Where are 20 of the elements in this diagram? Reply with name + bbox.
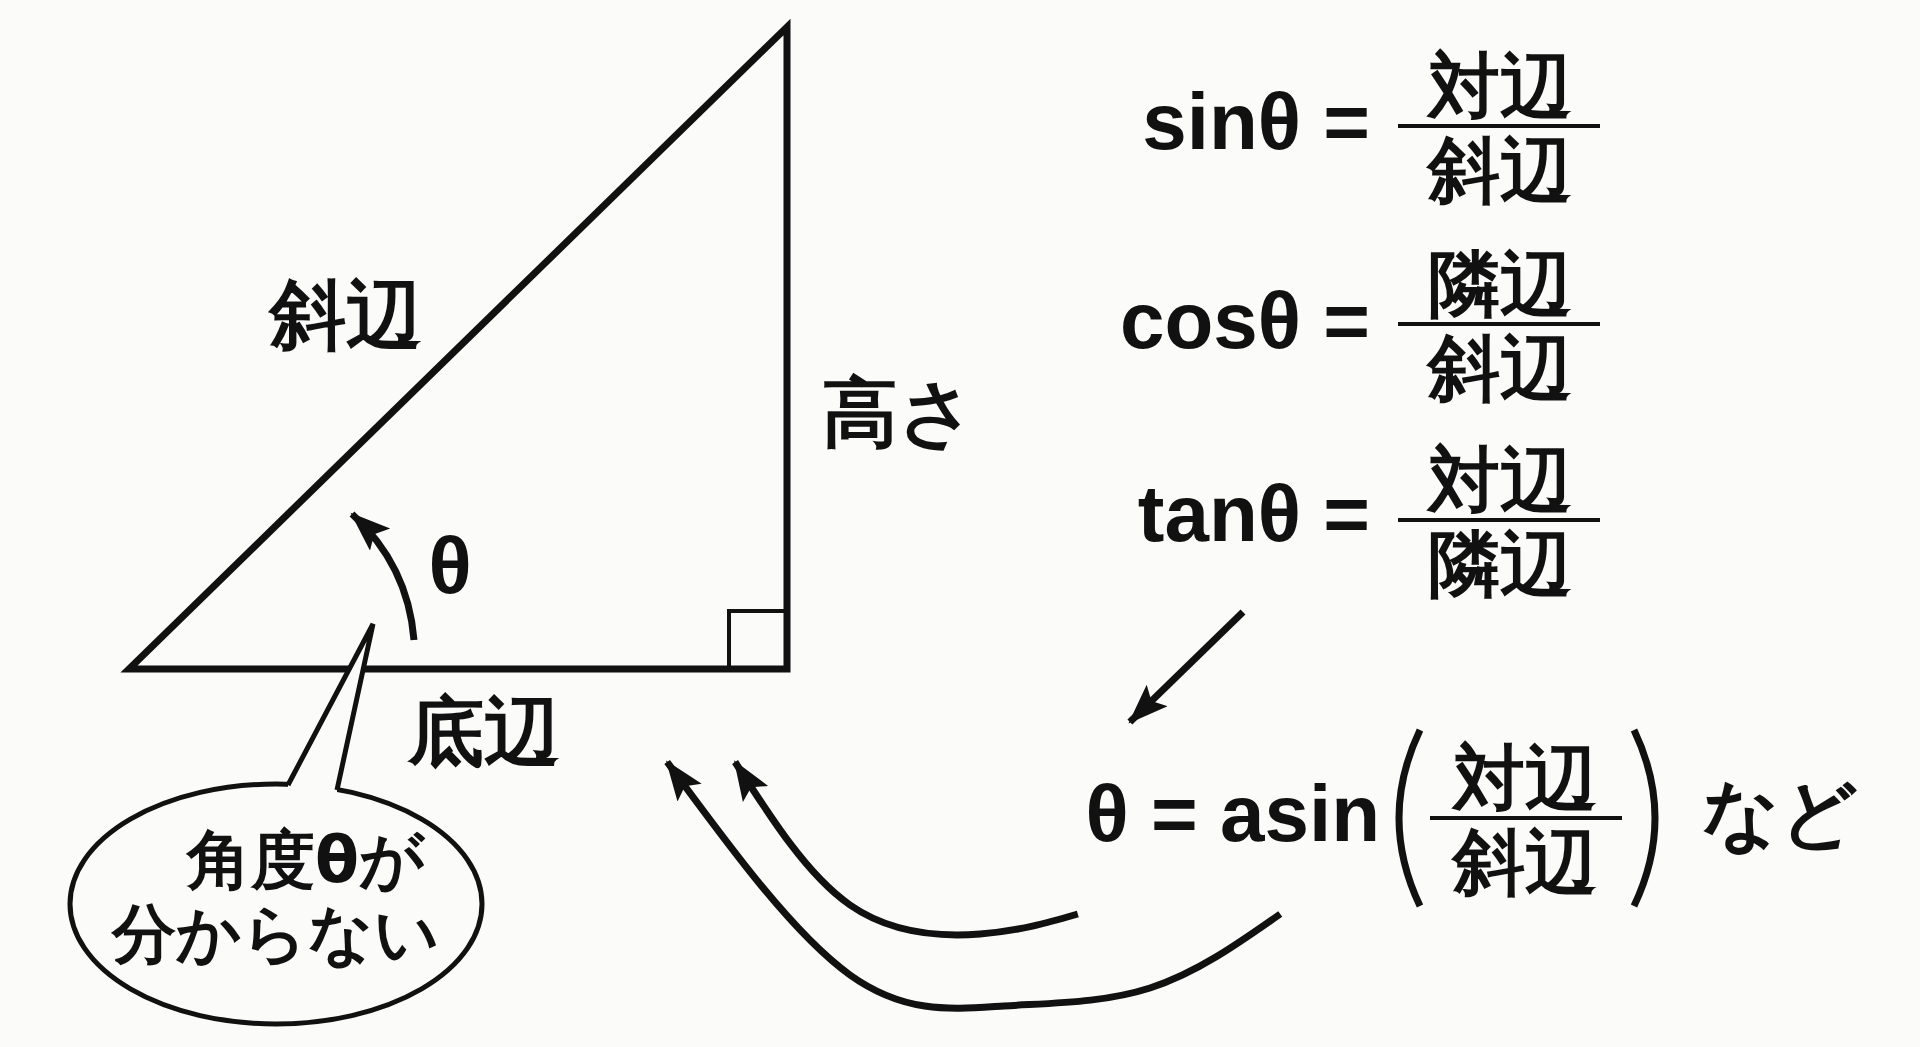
arrow [732, 760, 1079, 939]
formula-term: 隣辺 [1428, 528, 1572, 600]
formula-term: θ [428, 526, 472, 606]
arrow [1127, 609, 1246, 725]
formula-text: θ = asin [1085, 774, 1380, 854]
formula-term: 斜辺 [1428, 134, 1572, 206]
side-label: 高さ [822, 375, 976, 451]
speech-text: 角度θが分からない [110, 824, 441, 972]
side-label: 底辺 [408, 694, 560, 770]
formula-term: 斜辺 [1453, 826, 1597, 898]
formula-term: 対辺 [1428, 50, 1572, 122]
formula-term: 対辺 [1428, 444, 1572, 516]
formula-text: tanθ = [1137, 474, 1370, 554]
formula-text: sinθ = [1142, 82, 1370, 162]
arrow [664, 759, 1283, 1012]
formula-text: cosθ = [1119, 281, 1370, 361]
formula-term: 斜辺 [1428, 332, 1572, 404]
formula-term: 対辺 [1453, 742, 1597, 814]
formula-term: 隣辺 [1428, 248, 1572, 320]
side-label: 斜辺 [270, 277, 422, 353]
